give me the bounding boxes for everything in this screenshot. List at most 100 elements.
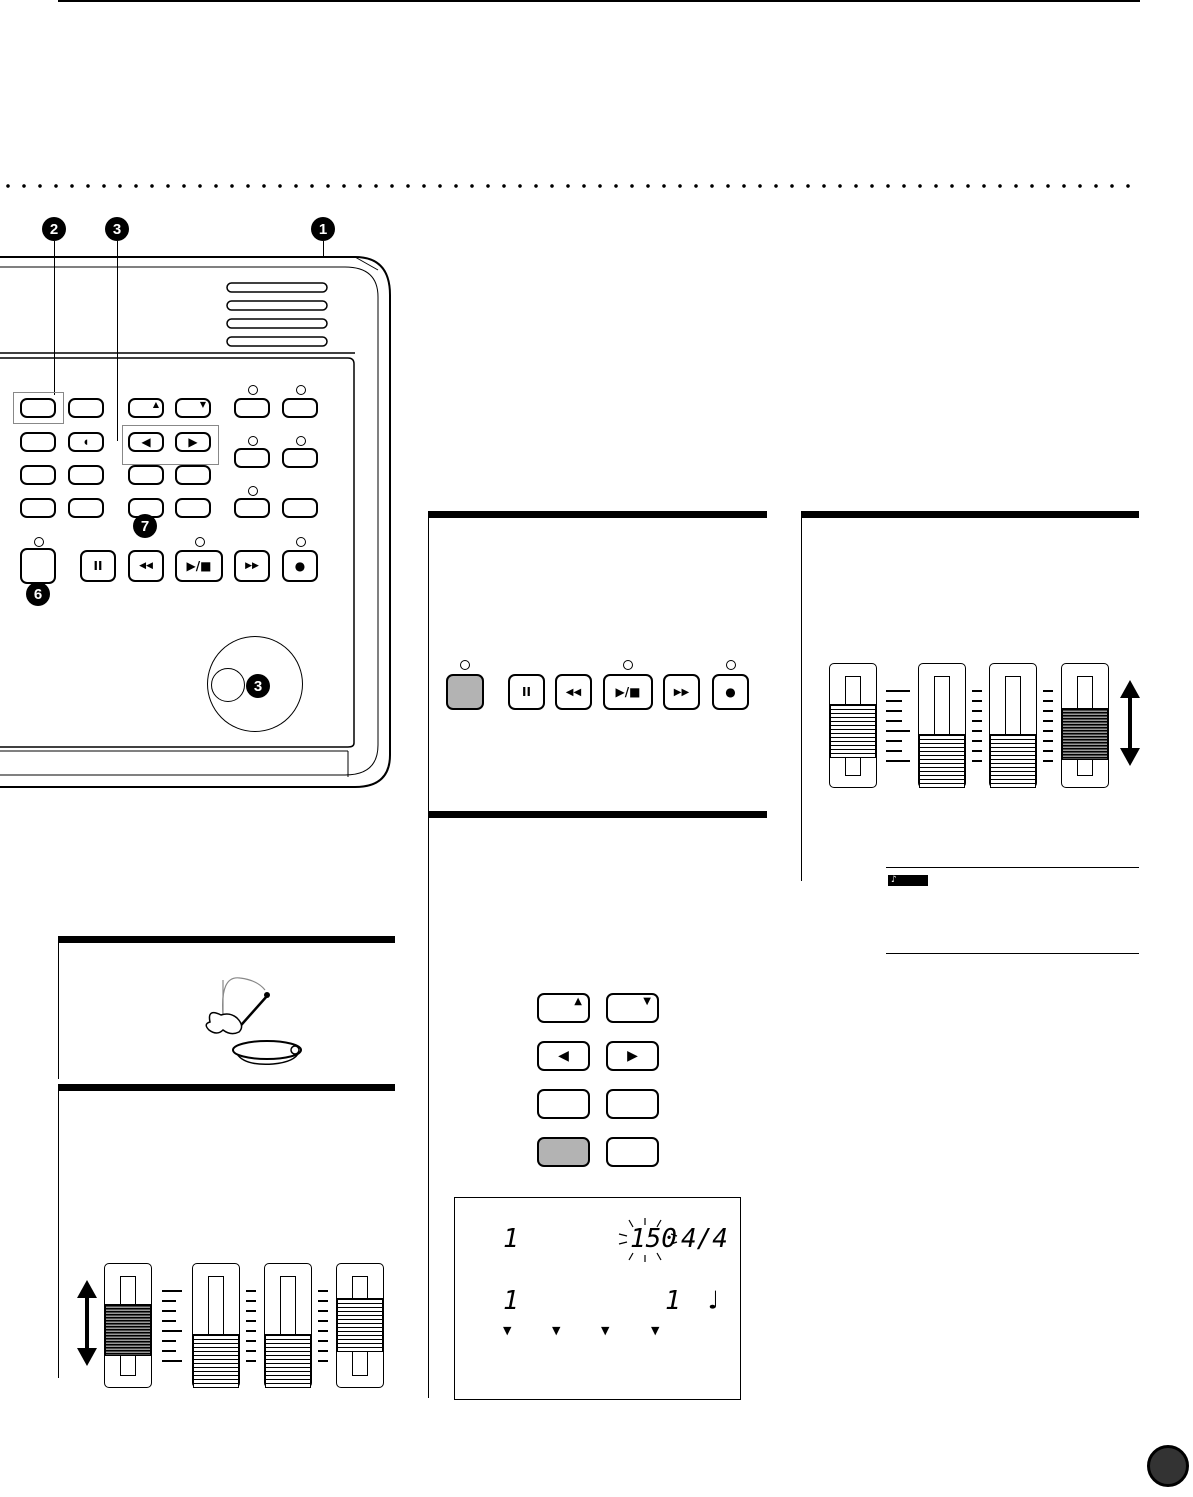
cursor-left-button[interactable]: ◀: [537, 1041, 590, 1071]
key-button-4b[interactable]: [606, 1137, 659, 1167]
cursor-up-button[interactable]: ▲: [537, 993, 590, 1023]
device-button-r4c6[interactable]: [282, 498, 318, 518]
up-arrow-icon: ▲: [574, 996, 582, 1007]
device-button-r2c1[interactable]: [20, 432, 56, 452]
fader-r3-scale: [1043, 690, 1061, 762]
device-play-stop-button[interactable]: ▶/■: [175, 550, 223, 582]
device-button-r4c1[interactable]: [20, 498, 56, 518]
device-fast-forward-button[interactable]: ▶▶: [234, 550, 270, 582]
left-arrow-icon: ◀: [141, 435, 151, 449]
fader-3-knob[interactable]: [265, 1334, 311, 1388]
start-button-highlighted[interactable]: [446, 674, 484, 710]
key-button-3a[interactable]: [537, 1089, 590, 1119]
fader-r1-scale: [886, 690, 910, 762]
device-start-button[interactable]: [20, 548, 56, 584]
data-dial-knob[interactable]: [211, 668, 245, 702]
fast-forward-icon: ▶▶: [673, 686, 690, 698]
fader-r2-scale: [972, 690, 990, 762]
device-button-r3c3[interactable]: [128, 465, 164, 485]
device-cursor-left-button[interactable]: ◀: [128, 432, 164, 452]
note-rule-top: [886, 867, 1139, 868]
key-button-3b[interactable]: [606, 1089, 659, 1119]
device-button-r2c2[interactable]: ◖: [68, 432, 104, 452]
device-pause-button[interactable]: II: [80, 550, 116, 582]
led-record-large: [726, 660, 736, 670]
lcd-measure: 1: [503, 1224, 519, 1254]
fader-r2[interactable]: [918, 663, 966, 788]
lcd-sub: 1: [665, 1286, 681, 1316]
right-arrow-icon: ▶: [188, 435, 198, 449]
device-button-r3c1[interactable]: [20, 465, 56, 485]
callout-1: 1: [311, 217, 335, 241]
section-bar-left-1: [58, 936, 59, 1079]
device-cursor-right-button[interactable]: ▶: [175, 432, 211, 452]
device-button-r2c6[interactable]: [282, 448, 318, 468]
data-dial[interactable]: [207, 636, 303, 732]
device-button-r2c5[interactable]: [234, 448, 270, 468]
down-arrow-icon: ▼: [643, 996, 651, 1007]
record-icon: ●: [294, 559, 306, 573]
fader-1[interactable]: [104, 1263, 152, 1388]
fader-2[interactable]: [192, 1263, 240, 1388]
leader-line-1: [323, 241, 324, 257]
note-rule-bottom: [886, 953, 1139, 954]
led-r1b: [296, 385, 306, 395]
device-button-r3c4[interactable]: [175, 465, 211, 485]
fader-r4-knob[interactable]: [1062, 708, 1108, 760]
section-bar-mid-2: [428, 811, 429, 1398]
device-button-r1c6[interactable]: [282, 398, 318, 418]
callout-6: 6: [26, 582, 50, 606]
page-number-disc: [1147, 1445, 1189, 1487]
device-record-button[interactable]: ●: [282, 550, 318, 582]
device-body: [0, 256, 391, 788]
lcd-marker-3: ▼: [601, 1324, 610, 1337]
device-button-r4c5[interactable]: [234, 498, 270, 518]
fader-r4[interactable]: [1061, 663, 1109, 788]
blink-rays-icon: [618, 1218, 678, 1262]
device-cursor-down-button[interactable]: ▼: [175, 398, 211, 418]
callout-3: 3: [105, 217, 129, 241]
fader-1-knob[interactable]: [105, 1304, 151, 1356]
play-stop-icon: ▶/■: [186, 559, 212, 573]
key-button-highlighted[interactable]: [537, 1137, 590, 1167]
drum-pad-stick-icon: [205, 977, 302, 1066]
section-rule-left-2: [58, 1084, 395, 1091]
device-cursor-up-button[interactable]: ▲: [128, 398, 164, 418]
pause-button[interactable]: II: [508, 674, 545, 710]
fader-r3[interactable]: [989, 663, 1037, 788]
fader-r3-knob[interactable]: [990, 734, 1036, 788]
led-start-large: [460, 660, 470, 670]
cursor-down-button[interactable]: ▼: [606, 993, 659, 1023]
fader-4[interactable]: [336, 1263, 384, 1388]
rewind-button[interactable]: ◀◀: [555, 674, 592, 710]
fader-r1[interactable]: [829, 663, 877, 788]
led-play-large: [623, 660, 633, 670]
pause-icon: II: [93, 559, 103, 573]
led-play: [195, 537, 205, 547]
fader-r1-knob[interactable]: [830, 704, 876, 758]
fader-r2-knob[interactable]: [919, 734, 965, 788]
device-button-r4c2[interactable]: [68, 498, 104, 518]
led-r2a: [248, 436, 258, 446]
up-down-arrow-icon: [77, 1280, 97, 1366]
device-button-r4c4[interactable]: [175, 498, 211, 518]
section-bar-mid-1: [428, 511, 429, 816]
record-button[interactable]: ●: [712, 674, 749, 710]
rewind-icon: ◀◀: [139, 561, 153, 571]
right-arrow-icon: ▶: [627, 1048, 638, 1064]
device-button-r3c2[interactable]: [68, 465, 104, 485]
device-button-r1c5[interactable]: [234, 398, 270, 418]
note-label-icon: ♪: [888, 875, 928, 886]
device-button-r1c2[interactable]: [68, 398, 104, 418]
device-rewind-button[interactable]: ◀◀: [128, 550, 164, 582]
play-stop-button[interactable]: ▶/■: [603, 674, 653, 710]
fast-forward-button[interactable]: ▶▶: [663, 674, 700, 710]
cursor-right-button[interactable]: ▶: [606, 1041, 659, 1071]
fader-4-knob[interactable]: [337, 1298, 383, 1352]
up-down-arrow-icon-right: [1120, 680, 1140, 766]
fader-3[interactable]: [264, 1263, 312, 1388]
small-mark-icon: ◖: [84, 438, 88, 446]
fader-2-knob[interactable]: [193, 1334, 239, 1388]
led-r2b: [296, 436, 306, 446]
device-button-r1c1[interactable]: [20, 398, 56, 418]
